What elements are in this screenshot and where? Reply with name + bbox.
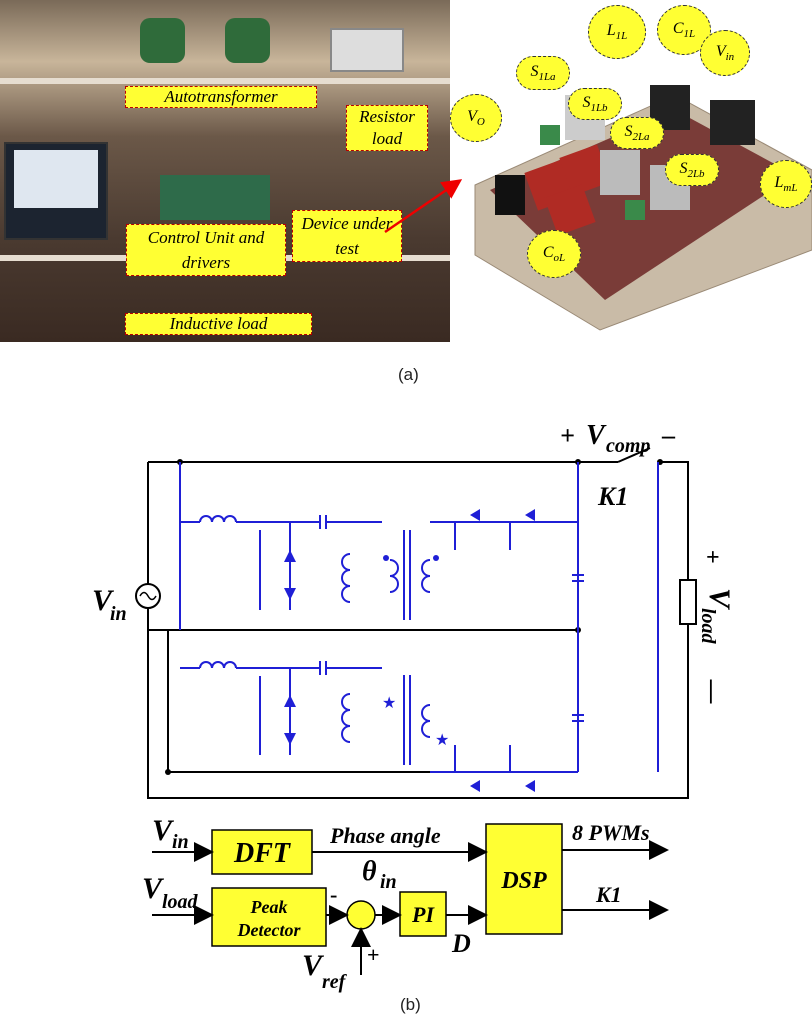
summing-junction-icon [346, 900, 376, 930]
label-device-under-test: Device under test [292, 210, 402, 262]
svg-text:★: ★ [382, 695, 396, 712]
tag-LmL: LmL [760, 160, 812, 208]
tag-S2Lb: S2Lb [665, 154, 719, 186]
panel-b-diagram: ★ ★ + V comp – K1 V in + V load | DFT Pe… [92, 420, 736, 993]
theta-label: θ [362, 856, 377, 887]
dsp-label: DSP [500, 868, 547, 894]
ctrl-vload: V [142, 872, 165, 905]
vload-sub: load [697, 608, 719, 645]
control-board [160, 175, 270, 220]
vin-sub: in [110, 603, 127, 625]
dsp-block [485, 823, 563, 935]
tag-VO: VO [450, 94, 502, 142]
ctrl-vload-sub: load [162, 891, 199, 913]
upper-shelf [0, 78, 450, 84]
vref-sub: ref [322, 971, 348, 993]
vin-label: V [92, 584, 115, 617]
label-autotransformer: Autotransformer [125, 86, 317, 108]
vcomp-label: V [586, 420, 607, 451]
vcomp-plus: + [560, 421, 575, 450]
outer-loop [147, 447, 689, 799]
peak-detector-block [211, 887, 327, 947]
caption-b: (b) [400, 995, 421, 1014]
dft-label: DFT [233, 838, 292, 869]
vload-label: V [703, 588, 736, 611]
k1-out-label: K1 [595, 882, 622, 907]
theta-sub: in [380, 871, 397, 893]
tag-S2La: S2La [610, 117, 664, 149]
lab-setup-photo: Autotransformer Resistor load Control Un… [0, 0, 450, 342]
label-control-unit: Control Unit and drivers [126, 224, 286, 276]
vcomp-sub: comp [606, 435, 650, 457]
vload-plus: + [706, 545, 720, 571]
caption-a: (a) [398, 365, 419, 384]
vcomp-minus: – [661, 421, 676, 450]
d-label: D [451, 929, 471, 958]
svg-text:★: ★ [435, 732, 449, 749]
phase-angle-label: Phase angle [329, 823, 441, 848]
autotransformer-2 [225, 18, 270, 63]
laptop [4, 142, 108, 240]
converter-circuit [179, 462, 659, 773]
label-inductive-load: Inductive load [125, 313, 312, 335]
k1-label: K1 [597, 482, 628, 511]
tag-S1La: S1La [516, 56, 570, 90]
oscilloscope [330, 28, 404, 72]
vref-label: V [302, 949, 325, 982]
pi-label: PI [411, 902, 435, 927]
load-resistor-icon [679, 579, 697, 625]
ctrl-vin-sub: in [172, 831, 189, 853]
peak-label-1: Peak [250, 897, 288, 917]
autotransformer-1 [140, 18, 185, 63]
tag-Vin: Vin [700, 30, 750, 76]
label-resistor-load: Resistor load [346, 105, 428, 151]
plus-sign: + [367, 942, 380, 967]
ctrl-vin: V [152, 814, 175, 847]
peak-label-2: Detector [237, 920, 302, 940]
tag-L1L: L1L [588, 5, 646, 59]
pwms-label: 8 PWMs [572, 820, 650, 845]
tag-CoL: CoL [527, 230, 581, 278]
vload-minus: | [708, 675, 714, 704]
tag-S1Lb: S1Lb [568, 88, 622, 120]
pointer-arrow [384, 179, 463, 234]
minus-sign: - [330, 882, 337, 907]
